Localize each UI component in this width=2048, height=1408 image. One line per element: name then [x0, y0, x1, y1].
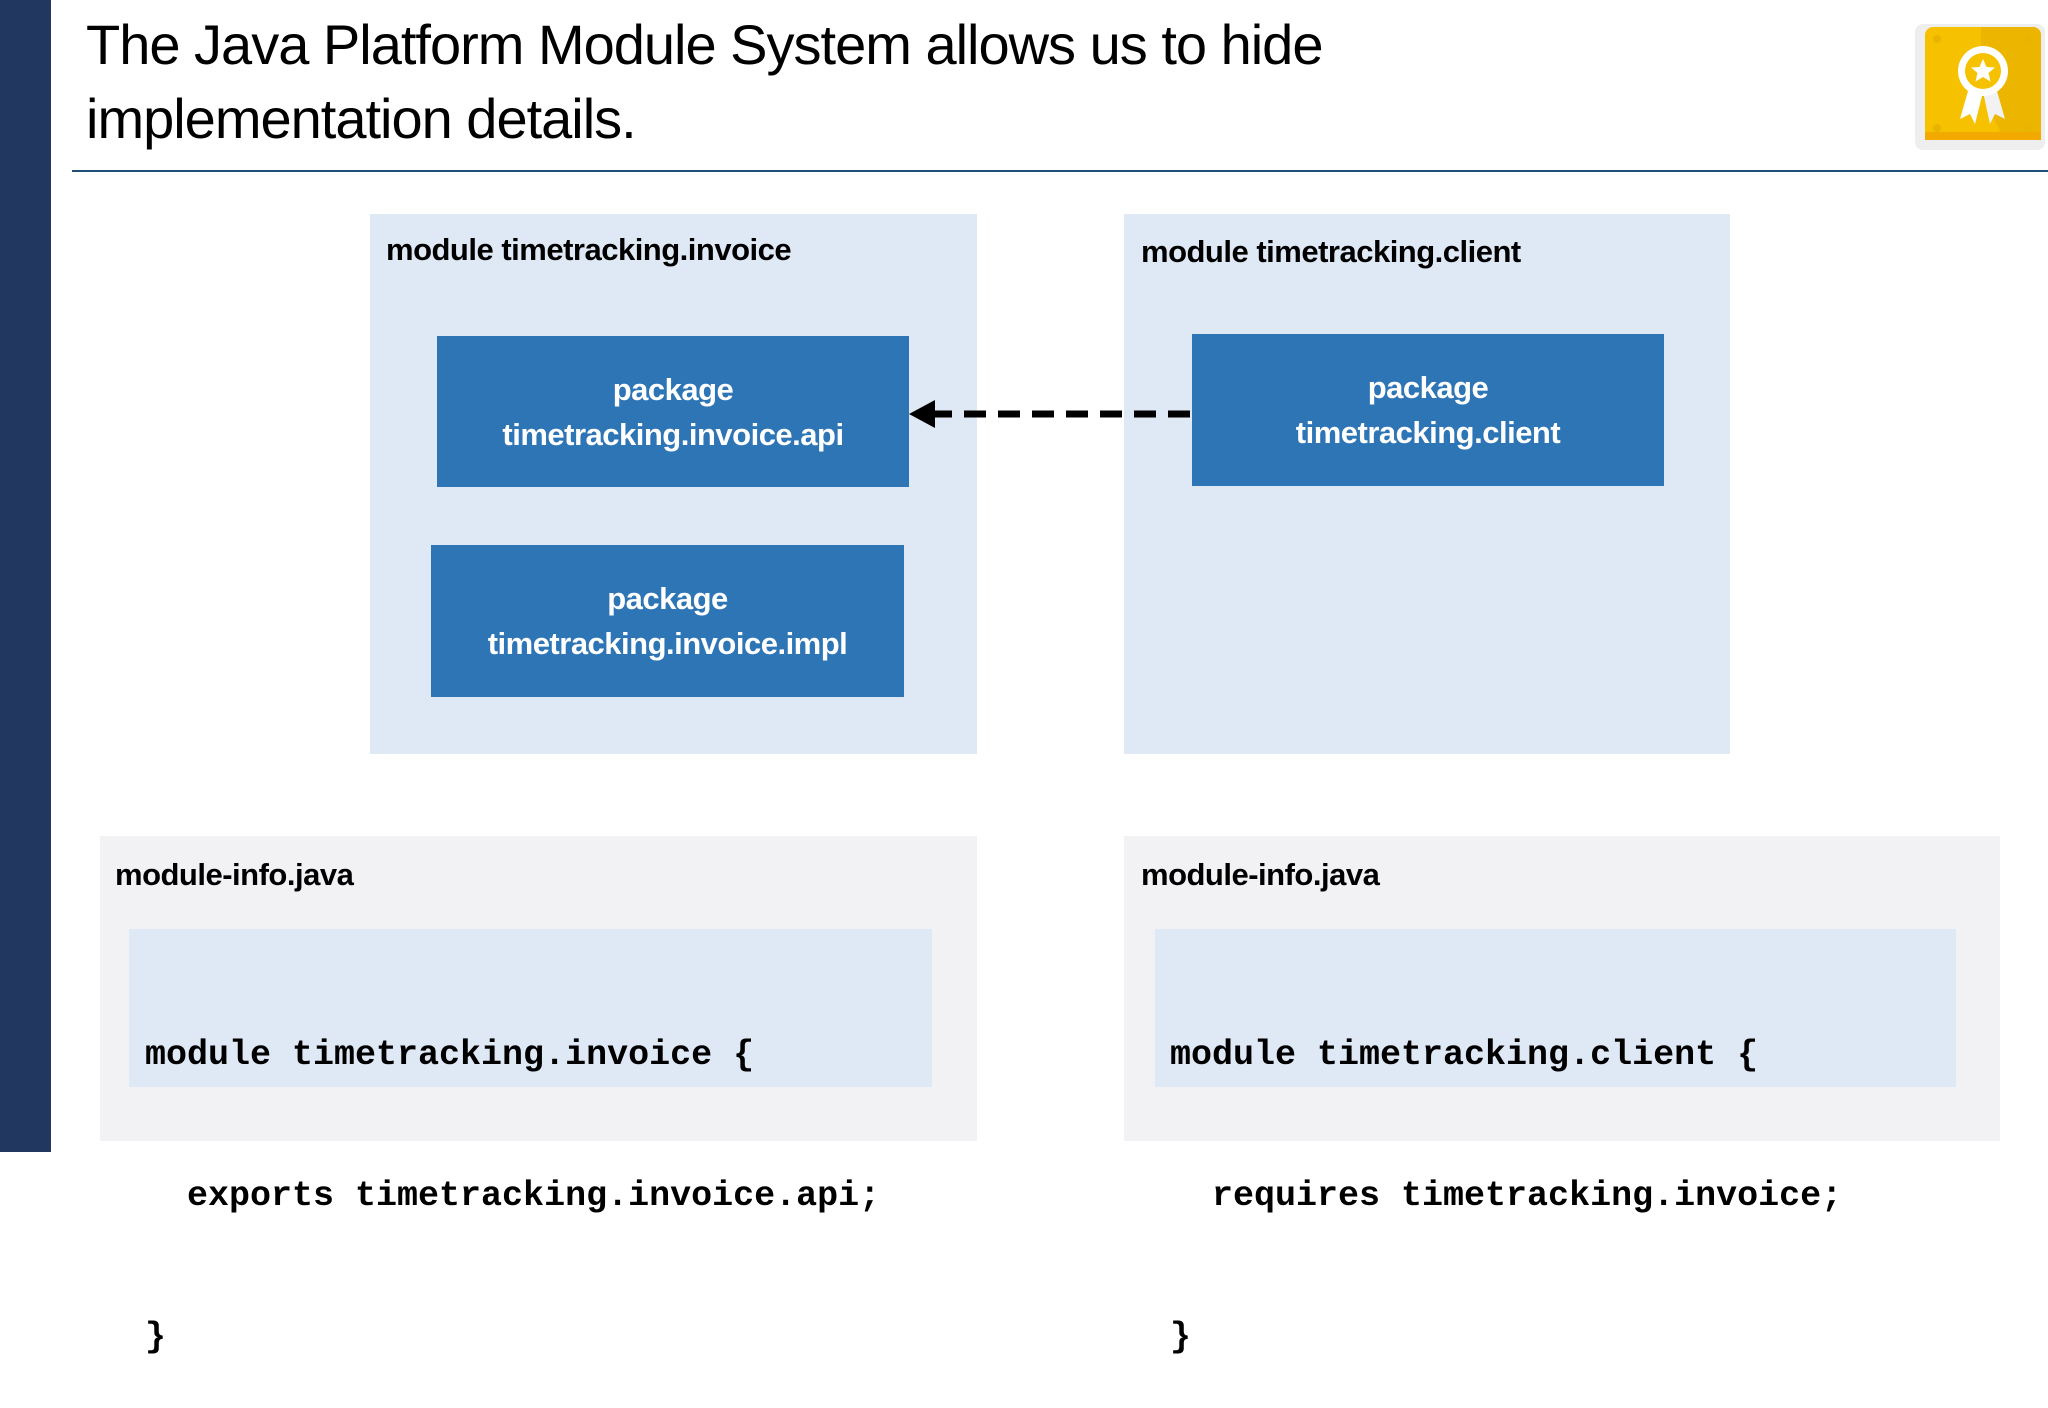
code-line: module timetracking.invoice {: [145, 1035, 755, 1075]
module-invoice-label: module timetracking.invoice: [386, 232, 792, 267]
title-divider: [72, 170, 2048, 172]
slide-title: The Java Platform Module System allows u…: [86, 8, 1836, 156]
package-name: timetracking.invoice.impl: [487, 626, 848, 661]
package-keyword: package: [607, 581, 728, 616]
dependency-arrow: [909, 400, 1190, 428]
code-line: }: [145, 1317, 167, 1357]
module-info-label-right: module-info.java: [1141, 857, 1380, 892]
package-keyword: package: [612, 371, 734, 407]
code-line: requires timetracking.invoice;: [1170, 1176, 1843, 1216]
package-client: package timetracking.client: [1192, 334, 1664, 486]
title-line-2: implementation details.: [86, 87, 637, 150]
code-line: module timetracking.client {: [1170, 1035, 1759, 1075]
package-name: timetracking.client: [1295, 415, 1561, 450]
code-right: module timetracking.client { requires ti…: [1170, 938, 1842, 1408]
code-left: module timetracking.invoice { exports ti…: [145, 938, 880, 1408]
module-client-label: module timetracking.client: [1141, 234, 1521, 269]
code-line: }: [1170, 1317, 1192, 1357]
package-name: timetracking.invoice.api: [502, 416, 844, 452]
sidebar-bar: [0, 0, 51, 1152]
package-invoice-api: package timetracking.invoice.api: [437, 336, 909, 487]
title-line-1: The Java Platform Module System allows u…: [86, 13, 1323, 76]
code-block-right: [1155, 929, 1956, 1087]
package-keyword: package: [1367, 370, 1489, 405]
award-ribbon-icon: [1915, 24, 2045, 150]
code-block-left: [129, 929, 932, 1087]
module-info-label-left: module-info.java: [115, 857, 354, 892]
package-invoice-impl: package timetracking.invoice.impl: [431, 545, 904, 697]
code-line: exports timetracking.invoice.api;: [145, 1176, 881, 1216]
